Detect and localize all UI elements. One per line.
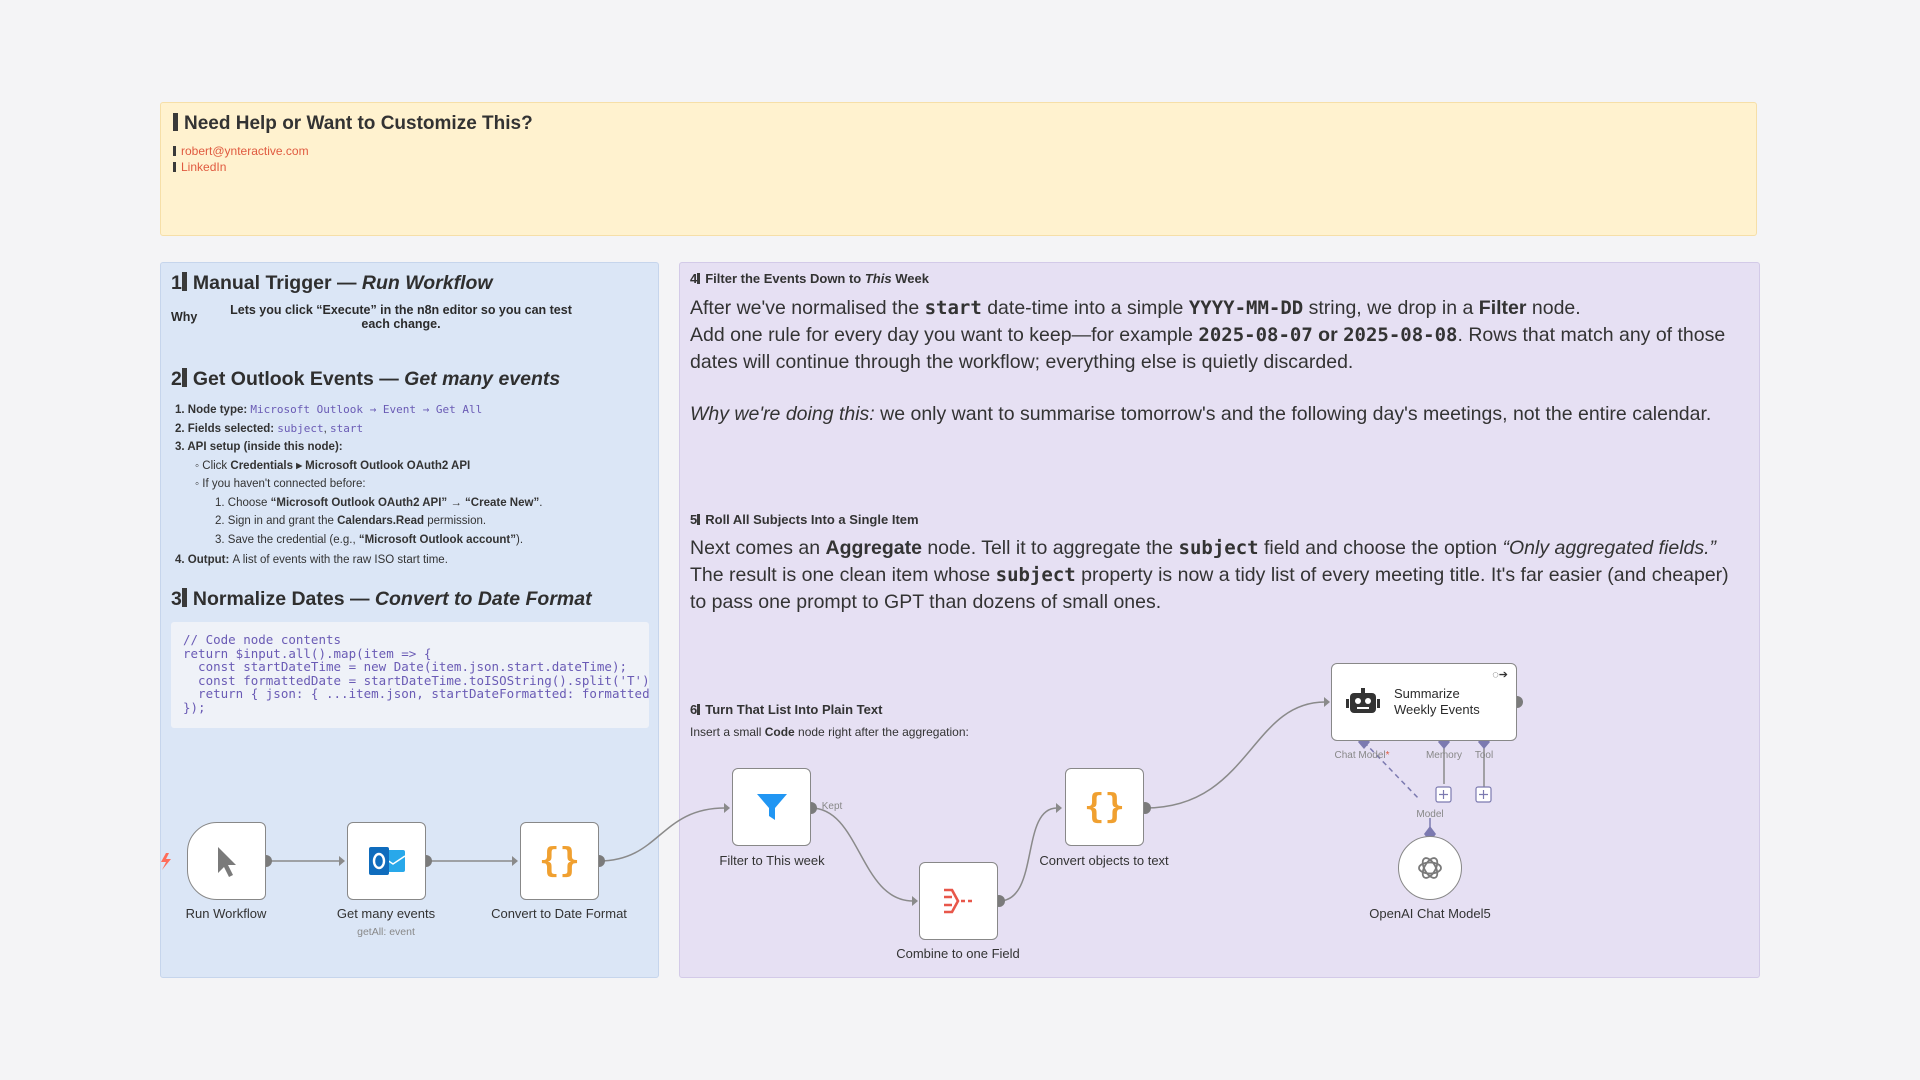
node-subtitle: getAll: event: [357, 926, 415, 938]
combine-to-one-field-node[interactable]: [919, 862, 998, 940]
list-item: 4. Output: A list of events with the raw…: [175, 554, 448, 566]
emoji-placeholder-icon: [173, 113, 178, 132]
why-text: Lets you click “Execute” in the n8n edit…: [230, 303, 572, 331]
node-label: Summarize Weekly Events: [1394, 686, 1480, 717]
agent-tool-icon: ◌➔: [1492, 669, 1508, 681]
curly-braces-icon: {}: [539, 841, 580, 881]
list-item: 2. Fields selected: subject, start: [175, 421, 364, 435]
aggregate-icon: [943, 888, 972, 914]
list-item: ◦ Click Credentials ▸ Microsoft Outlook …: [195, 459, 471, 472]
help-sticky-note[interactable]: Need Help or Want to Customize This? rob…: [160, 102, 1757, 236]
keycap-icon: [697, 704, 701, 715]
get-many-events-node[interactable]: [347, 822, 426, 900]
list-item: 2. Sign in and grant the Calendars.Read …: [215, 515, 487, 527]
cursor-icon: [217, 847, 236, 877]
step6-paragraph: Insert a small Code node right after the…: [690, 725, 969, 739]
tool-label: Tool: [1474, 750, 1494, 761]
node-label: Convert objects to text: [1039, 853, 1169, 868]
keycap-icon: [181, 588, 187, 607]
curly-braces-icon: {}: [1084, 787, 1125, 827]
chat-model-label: Chat Model*: [1334, 750, 1390, 761]
summarize-weekly-events-agent-node[interactable]: Summarize Weekly Events ◌➔: [1331, 663, 1517, 741]
run-workflow-node[interactable]: [187, 822, 266, 900]
filter-node[interactable]: [732, 768, 811, 846]
node-label: Convert to Date Format: [491, 906, 627, 921]
model-label: Model: [1416, 809, 1444, 820]
list-item: 3. API setup (inside this node):: [175, 441, 343, 453]
convert-objects-to-text-node[interactable]: {}: [1065, 768, 1144, 846]
node-label: OpenAI Chat Model5: [1369, 906, 1491, 921]
outlook-icon: [368, 847, 405, 875]
openai-icon: [1418, 857, 1442, 879]
why-label: Why: [171, 310, 198, 324]
filter-funnel-icon: [756, 794, 787, 820]
node-label: Run Workflow: [185, 906, 267, 921]
node-label: Combine to one Field: [896, 946, 1020, 961]
list-item: 1. Choose “Microsoft Outlook OAuth2 API”…: [215, 496, 543, 509]
list-item: ◦ If you haven't connected before:: [195, 478, 366, 490]
keycap-icon: [697, 273, 701, 284]
step4-paragraph: After we've normalised the start date-ti…: [690, 297, 1726, 373]
list-item: 3. Save the credential (e.g., “Microsoft…: [215, 533, 524, 546]
code-snippet: // Code node contents return $input.all(…: [171, 622, 649, 728]
keycap-icon: [697, 514, 701, 525]
convert-to-date-format-node[interactable]: {}: [520, 822, 599, 900]
step2-list: 1. Node type: Microsoft Outlook → Event …: [175, 401, 542, 570]
step4-why-paragraph: Why we're doing this: we only want to su…: [690, 403, 1712, 425]
email-link[interactable]: robert@ynteractive.com: [173, 144, 309, 158]
linkedin-icon: [173, 162, 176, 172]
memory-label: Memory: [1425, 750, 1463, 761]
robot-icon: [1346, 688, 1380, 713]
help-title: Need Help or Want to Customize This?: [173, 113, 533, 135]
step5-paragraph: Next comes an Aggregate node. Tell it to…: [690, 537, 1729, 613]
kept-output-label: Kept: [821, 801, 843, 812]
linkedin-link[interactable]: LinkedIn: [173, 160, 226, 174]
keycap-icon: [181, 368, 187, 387]
openai-chat-model-node[interactable]: [1398, 836, 1462, 900]
node-label: Filter to This week: [719, 853, 825, 868]
list-item: 1. Node type: Microsoft Outlook → Event …: [175, 403, 483, 416]
email-icon: [173, 146, 176, 156]
keycap-icon: [181, 272, 187, 291]
node-label: Get many events: [336, 906, 436, 921]
